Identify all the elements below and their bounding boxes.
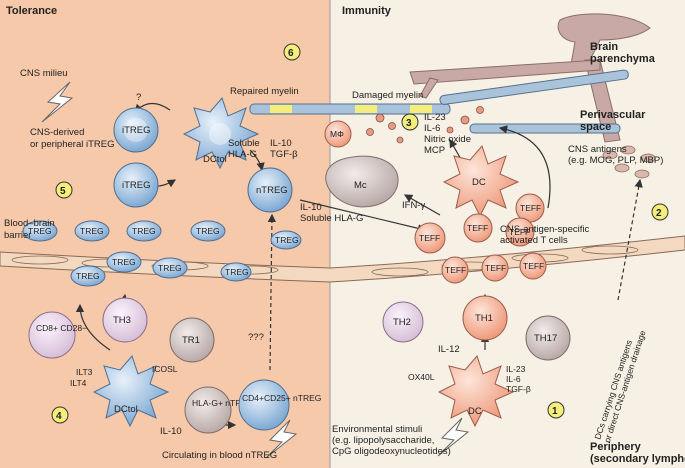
label-periphery: Periphery(secondary lymphoid organs) (590, 441, 685, 465)
label-damaged-myelin: Damaged myelin (352, 90, 423, 101)
teff-row-lower (441, 252, 547, 284)
label-ilt4: ILT4 (70, 378, 87, 388)
svg-text:TREG: TREG (225, 267, 249, 277)
svg-text:CD4+CD25+ nTREG: CD4+CD25+ nTREG (242, 393, 321, 403)
teff-labels-upper: TEFF TEFF TEFF TEFF (419, 203, 541, 243)
svg-text:TEFF: TEFF (445, 265, 466, 275)
label-cns-antigens: CNS antigens(e.g. MOG, PLP, MBP) (568, 144, 663, 166)
svg-text:TH1: TH1 (475, 313, 493, 324)
svg-text:TEFF: TEFF (467, 223, 488, 233)
immunity-header: Immunity (342, 5, 392, 17)
cell-mphi: MΦ (324, 120, 352, 148)
cell-th1: TH1 (462, 295, 508, 341)
cell-dc-lower: DC (437, 355, 515, 428)
svg-text:TR1: TR1 (182, 335, 200, 346)
svg-text:TREG: TREG (112, 257, 136, 267)
treg-labels: TREG TREG TREG TREG TREG TREG TREG TREG … (28, 226, 299, 281)
svg-text:TH17: TH17 (534, 333, 557, 344)
label-ilt3: ILT3 (76, 367, 93, 377)
svg-text:TREG: TREG (80, 226, 104, 236)
svg-text:TREG: TREG (275, 235, 299, 245)
cell-th2: TH2 (382, 301, 424, 343)
svg-text:TREG: TREG (196, 226, 220, 236)
svg-text:TEFF: TEFF (520, 203, 541, 213)
cell-itreg-top: iTREG (113, 107, 159, 153)
svg-text:TH3: TH3 (113, 315, 131, 326)
treg-cluster (22, 220, 302, 287)
environmental-lightning-icon (437, 417, 470, 457)
label-circulating: Circulating in blood nTREG (162, 450, 277, 461)
svg-text:nTREG: nTREG (256, 185, 288, 196)
label-il12: IL-12 (438, 344, 460, 355)
lightning-icon (265, 419, 298, 459)
tolerance-header: Tolerance (6, 5, 57, 17)
label-environmental: Environmental stimuli(e.g. lipopolysacch… (332, 424, 451, 457)
label-ox40l: OX40L (408, 372, 435, 382)
svg-text:TREG: TREG (76, 271, 100, 281)
cell-tr1: TR1 (169, 317, 215, 363)
step-3: 3 (406, 118, 412, 129)
svg-text:iTREG: iTREG (122, 125, 151, 136)
svg-text:iTREG: iTREG (122, 180, 151, 191)
antigen-particles (602, 145, 656, 179)
cell-dctol-bottom: DCtol (92, 355, 170, 428)
cell-dc-upper: DC (442, 145, 520, 218)
teff-labels-lower: TEFF TEFF TEFF (445, 261, 544, 275)
cell-teff-upper (414, 193, 545, 254)
svg-text:TEFF: TEFF (419, 233, 440, 243)
step-4: 4 (56, 411, 62, 422)
step-6: 6 (288, 48, 294, 59)
step-markers: 6 3 2 5 4 1 (51, 43, 669, 424)
label-repaired-myelin: Repaired myelin (230, 86, 299, 97)
svg-text:TREG: TREG (28, 226, 52, 236)
step-2: 2 (656, 208, 662, 219)
svg-text:Mc: Mc (354, 180, 367, 191)
svg-text:DC: DC (468, 406, 482, 417)
label-question: ? (136, 92, 141, 103)
svg-text:TREG: TREG (158, 263, 182, 273)
svg-text:DC: DC (472, 177, 486, 188)
svg-text:TEFF: TEFF (523, 261, 544, 271)
cell-hlag-ntreg: HLA-G+ nTREG (184, 386, 254, 434)
label-ifn-gamma: IFN-γ (402, 200, 425, 211)
label-icosl: ICOSL (152, 364, 178, 374)
svg-text:DCtol: DCtol (114, 404, 138, 415)
cell-th17: TH17 (525, 315, 571, 361)
svg-text:DCtol: DCtol (203, 154, 227, 165)
step-1: 1 (552, 406, 558, 417)
cell-itreg-mid: iTREG (113, 162, 159, 208)
cell-cd4-ntreg: CD4+CD25+ nTREG (238, 379, 321, 431)
cell-th3: TH3 (102, 297, 148, 343)
svg-text:TEFF: TEFF (509, 227, 530, 237)
svg-text:CD8+ CD28−: CD8+ CD28− (36, 323, 87, 333)
svg-text:TH2: TH2 (393, 317, 411, 328)
svg-text:HLA-G+ nTREG: HLA-G+ nTREG (192, 398, 254, 408)
label-triple-question: ??? (248, 332, 264, 343)
svg-text:TEFF: TEFF (485, 263, 506, 273)
cell-cd8: CD8+ CD28− (28, 311, 87, 359)
svg-text:MΦ: MΦ (330, 129, 344, 139)
cell-mc: Mc (325, 155, 399, 208)
label-cns-milieu: CNS milieu (20, 68, 68, 79)
cns-milieu-lightning-icon (41, 81, 74, 123)
label-il10: IL-10 (160, 426, 182, 437)
cell-dctol-top: DCtol (182, 97, 260, 170)
step-5: 5 (60, 186, 66, 197)
svg-text:TREG: TREG (132, 226, 156, 236)
cell-ntreg-top: nTREG (247, 167, 293, 213)
